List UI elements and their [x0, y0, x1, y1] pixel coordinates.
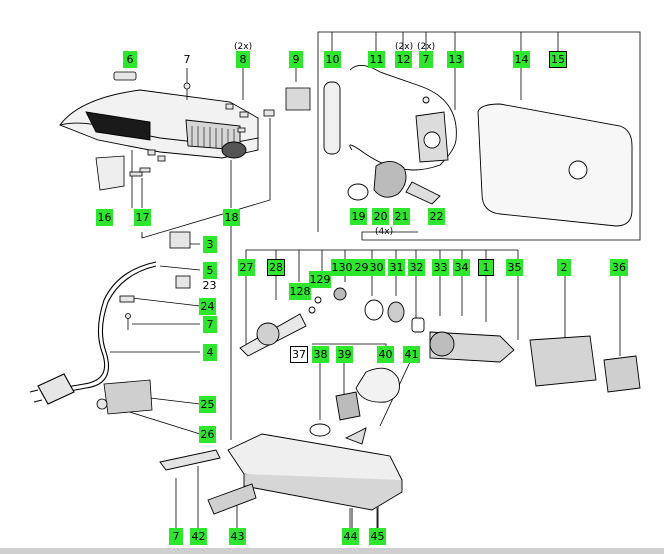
part-label-2: 2 — [557, 259, 571, 276]
part-3 — [169, 231, 191, 249]
part-label-45: 45 — [369, 528, 386, 545]
bottom-scroll-strip — [0, 548, 664, 554]
power-cable — [53, 261, 157, 391]
part-label-8: 8 — [236, 51, 250, 68]
part-label-32: 32 — [408, 259, 425, 276]
part-14-pad — [477, 103, 633, 227]
part-label-7: 7 — [419, 51, 433, 68]
part-label-15: 15 — [549, 51, 567, 68]
part-43 — [207, 483, 257, 515]
part-label-26: 26 — [199, 426, 216, 443]
part-label-22: 22 — [428, 208, 445, 225]
part-label-11: 11 — [368, 51, 385, 68]
part-label-13: 13 — [447, 51, 464, 68]
part-label-38: 38 — [312, 346, 329, 363]
part-label-37: 37 — [290, 346, 308, 363]
base-housing — [159, 433, 403, 528]
part-label-1: 1 — [478, 259, 494, 276]
part-6 — [113, 71, 137, 81]
part-label-44: 44 — [342, 528, 359, 545]
part-label-27: 27 — [238, 259, 255, 276]
assembly-frame-right — [317, 31, 641, 241]
part-label-30: 30 — [368, 259, 385, 276]
part-label-40: 40 — [377, 346, 394, 363]
part-40-duct — [355, 367, 400, 403]
part-41 — [344, 427, 367, 445]
part-label-23: 23 — [202, 279, 217, 292]
housing-cover — [59, 89, 259, 159]
quantity-note: (4x) — [375, 227, 394, 237]
part-36 — [603, 355, 641, 393]
part-label-16: 16 — [96, 209, 113, 226]
part-label-7: 7 — [169, 528, 183, 545]
part-22 — [405, 181, 441, 205]
part-16 — [95, 155, 125, 191]
cable-plug — [37, 373, 75, 405]
part-label-12: 12 — [395, 51, 412, 68]
part-label-35: 35 — [506, 259, 523, 276]
quantity-note: (2x) — [417, 42, 436, 52]
quantity-note: (2x) — [234, 42, 253, 52]
part-label-130: 130 — [331, 259, 353, 276]
part-label-29: 29 — [353, 259, 370, 276]
part-label-14: 14 — [513, 51, 530, 68]
quantity-note: (2x) — [395, 42, 414, 52]
part-label-36: 36 — [610, 259, 628, 276]
part-2-stator — [529, 335, 597, 387]
part-label-39: 39 — [336, 346, 353, 363]
part-label-9: 9 — [289, 51, 303, 68]
part-label-129: 129 — [309, 271, 331, 288]
part-label-18: 18 — [223, 209, 240, 226]
part-21 — [373, 161, 407, 198]
part-label-28: 28 — [267, 259, 285, 276]
part-label-7: 7 — [183, 53, 191, 66]
part-label-21: 21 — [393, 208, 410, 225]
part-label-19: 19 — [350, 208, 367, 225]
part-label-43: 43 — [229, 528, 246, 545]
part-label-31: 31 — [388, 259, 405, 276]
part-39 — [335, 391, 361, 421]
part-9 — [285, 87, 311, 111]
part-label-25: 25 — [199, 396, 216, 413]
part-label-128: 128 — [289, 283, 311, 300]
part-label-17: 17 — [134, 209, 151, 226]
part-label-10: 10 — [324, 51, 341, 68]
part-label-3: 3 — [203, 236, 217, 253]
part-label-42: 42 — [190, 528, 207, 545]
part-label-20: 20 — [372, 208, 389, 225]
part-label-24: 24 — [199, 298, 216, 315]
part-25 — [103, 379, 153, 415]
part-label-41: 41 — [403, 346, 420, 363]
part-10-tube — [323, 81, 341, 155]
part-label-4: 4 — [203, 344, 217, 361]
part-label-5: 5 — [203, 262, 217, 279]
part-label-34: 34 — [453, 259, 470, 276]
part-label-33: 33 — [432, 259, 449, 276]
part-label-7: 7 — [203, 316, 217, 333]
part-label-6: 6 — [123, 51, 137, 68]
part-11-cord — [349, 65, 457, 171]
